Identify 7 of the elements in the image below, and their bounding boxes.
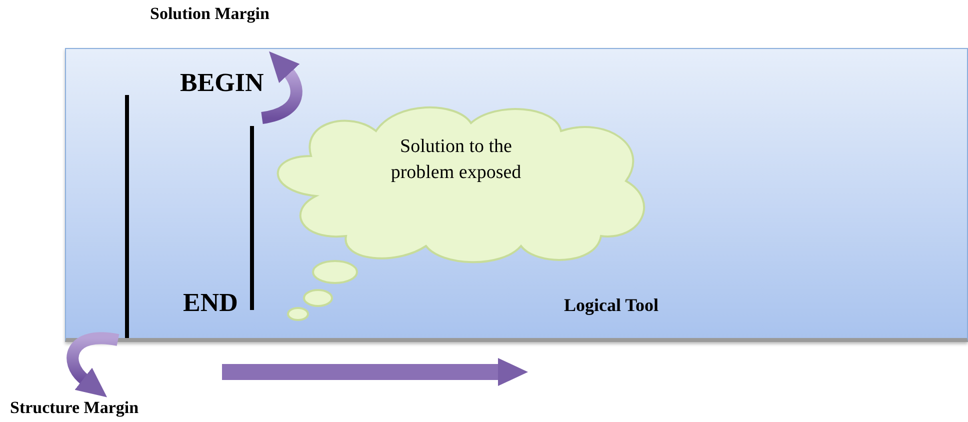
tool-panel bbox=[65, 48, 968, 342]
panel-label: Logical Tool bbox=[564, 295, 659, 316]
end-label: END bbox=[183, 288, 238, 318]
margin-label: Solution Margin bbox=[150, 4, 270, 24]
margin-label: Structure Margin bbox=[10, 398, 139, 418]
cloud-text: Solution to the problem exposed bbox=[390, 135, 522, 185]
begin-label: BEGIN bbox=[180, 68, 264, 98]
